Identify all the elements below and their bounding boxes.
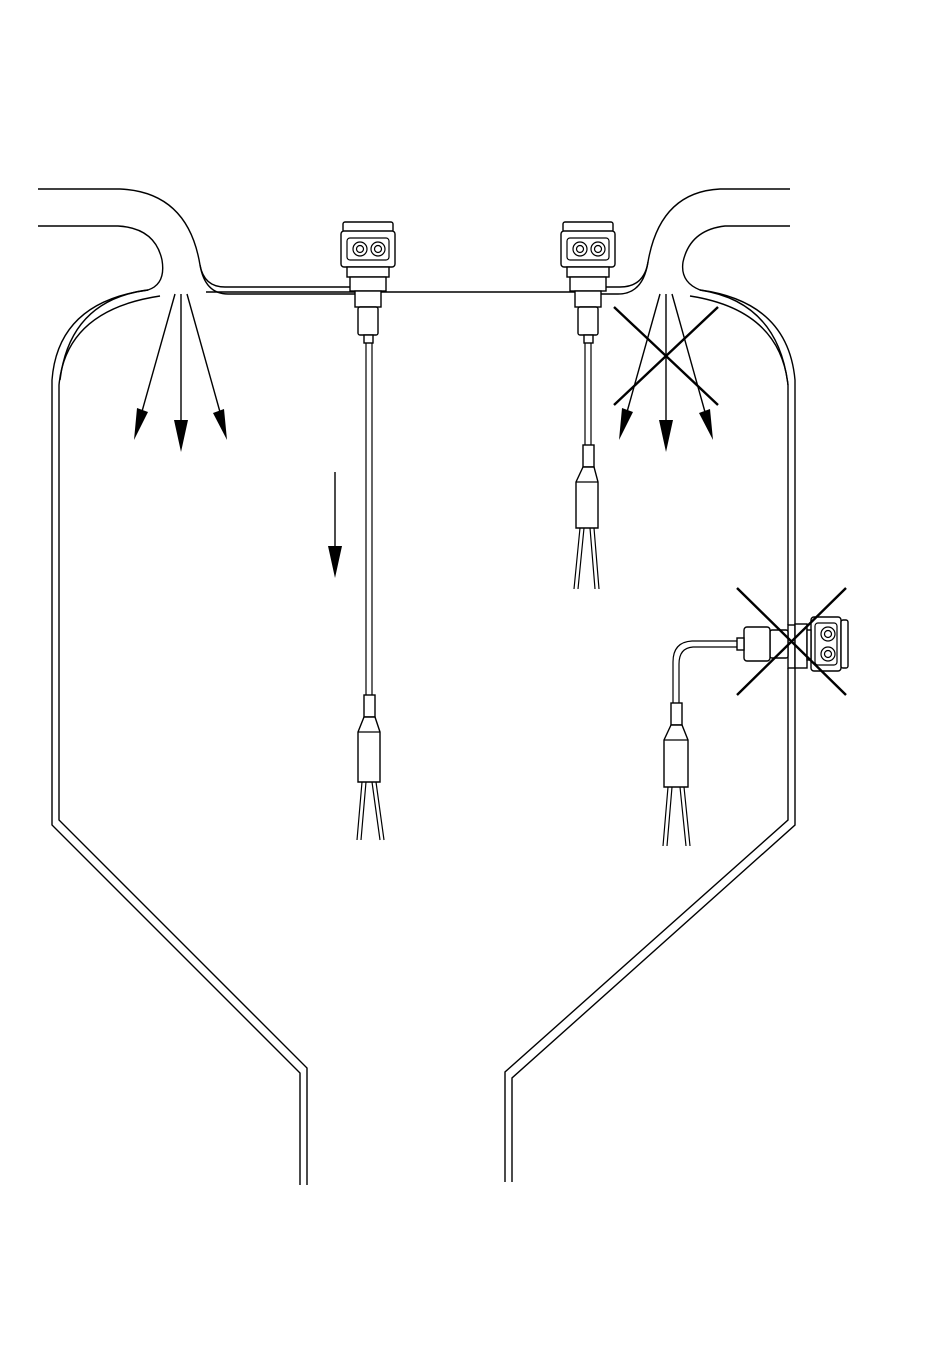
tuning-fork	[663, 787, 690, 846]
tuning-fork	[574, 528, 599, 589]
arrow-down-icon	[213, 409, 227, 440]
arrow-down-icon	[619, 408, 633, 440]
silo-right-wall-outer	[700, 290, 795, 625]
left-inlet-pipe-outer	[38, 189, 362, 287]
silo-roof-inner	[200, 265, 362, 294]
sensor-housing	[341, 231, 395, 267]
sensor-thread	[355, 291, 381, 307]
arrow-down-icon	[174, 420, 188, 452]
arrow-down-icon	[328, 546, 342, 578]
sensor-hex-nut	[570, 277, 606, 291]
arrow-down-icon	[134, 408, 148, 440]
tuning-fork	[357, 782, 384, 840]
sensor-hex-nut	[350, 277, 386, 291]
sensor-thread	[575, 291, 601, 307]
right-inlet-pipe-outer	[590, 189, 790, 287]
silo-right-wall-outer-lower	[512, 668, 795, 1182]
inlet-left-fill-stream	[134, 294, 227, 452]
arrow-down-icon	[699, 409, 713, 440]
product-flow-arrow	[328, 472, 342, 578]
sensor-short-pipe-right	[561, 222, 615, 589]
right-inlet-pipe-inner	[683, 226, 790, 385]
silo-right-wall-inner-lower	[505, 668, 788, 1182]
sensor-housing	[561, 231, 615, 267]
silo-vessel	[38, 189, 795, 1185]
sensor-long-pipe-center	[341, 222, 395, 840]
silo-right-wall-inner	[690, 296, 788, 625]
inlet-right-fill-stream	[614, 294, 718, 452]
sensor-side-wall	[663, 588, 848, 846]
arrow-down-icon	[659, 420, 673, 452]
